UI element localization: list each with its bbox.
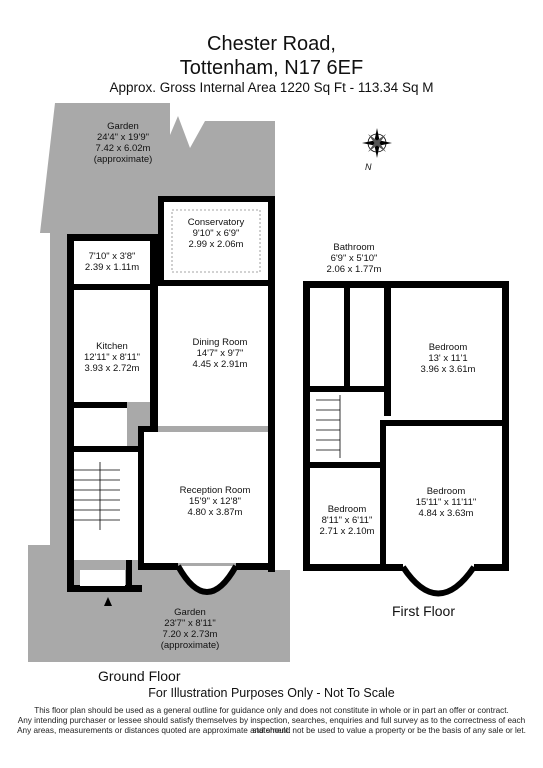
area-text: Approx. Gross Internal Area 1220 Sq Ft -… [109, 80, 434, 95]
ground-bay-window [175, 564, 239, 595]
room-label-store: 7'10" x 3'8" 2.39 x 1.11m [84, 251, 140, 273]
first-bay-window [400, 565, 477, 597]
first-floor-label: First Floor [392, 603, 455, 619]
ground-stairs [74, 462, 120, 530]
footer-line-3: Any areas, measurements or distances quo… [17, 726, 526, 735]
room-label-garden-rear: Garden 24'4" x 19'9" 7.42 x 6.02m (appro… [93, 121, 153, 165]
footer-line-2: Any intending purchaser or lessee should… [17, 716, 526, 736]
ground-floor-walls [67, 196, 275, 592]
ground-floor-label: Ground Floor [98, 668, 181, 684]
title-line-2: Tottenham, N17 6EF [179, 57, 364, 79]
room-label-conservatory: Conservatory 9'10" x 6'9" 2.99 x 2.06m [187, 217, 245, 250]
title-line-1: Chester Road, [207, 33, 336, 55]
room-label-reception-room: Reception Room 15'9" x 12'8" 4.80 x 3.87… [179, 485, 251, 518]
room-label-kitchen: Kitchen 12'11" x 8'11" 3.93 x 2.72m [84, 341, 140, 374]
room-label-bedroom-front: Bedroom 15'11" x 11'11" 4.84 x 3.63m [415, 486, 477, 519]
first-floor-walls [303, 281, 509, 571]
room-label-bedroom-rear: Bedroom 13' x 11'1 3.96 x 3.61m [420, 342, 476, 375]
first-floor-rooms [310, 288, 502, 564]
entrance-arrow-icon [104, 597, 112, 606]
first-stairs [316, 395, 341, 458]
room-label-bedroom-small: Bedroom 8'11" x 6'11" 2.71 x 2.10m [319, 504, 375, 537]
ground-floor-rooms [74, 202, 268, 586]
illustration-disclaimer: For Illustration Purposes Only - Not To … [148, 686, 395, 700]
room-label-garden-front: Garden 23'7" x 8'11" 7.20 x 2.73m (appro… [160, 607, 220, 651]
compass-rose-icon [362, 128, 392, 158]
compass-north-label: N [365, 162, 372, 172]
room-label-bathroom: Bathroom 6'9" x 5'10" 2.06 x 1.77m [326, 242, 382, 275]
room-label-dining-room: Dining Room 14'7" x 9'7" 4.45 x 2.91m [192, 337, 248, 370]
footer-line-1: This floor plan should be used as a gene… [34, 706, 509, 715]
